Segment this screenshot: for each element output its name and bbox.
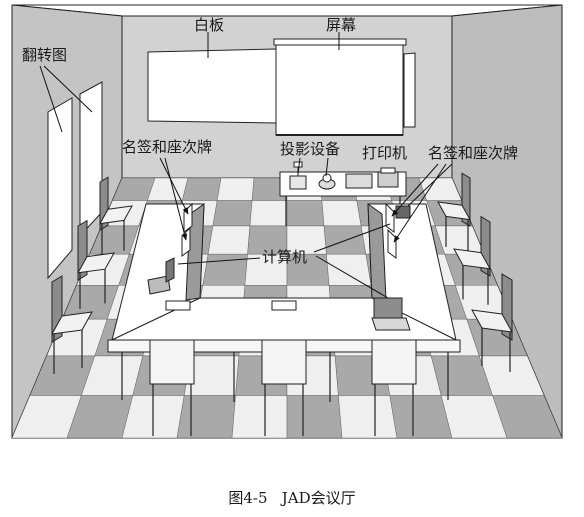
label-flipchart: 翻转图 xyxy=(22,46,67,64)
floor-tile xyxy=(232,396,287,438)
label-computer: 计算机 xyxy=(262,248,307,266)
floor-tile xyxy=(287,201,324,226)
floor-tile xyxy=(338,396,397,438)
label-screen: 屏幕 xyxy=(326,16,356,34)
floor-tile xyxy=(217,178,254,201)
floor-tile xyxy=(208,226,250,254)
computer-back-right xyxy=(396,206,410,218)
label-nameplate-right: 名签和座次牌 xyxy=(428,144,518,162)
floor-tile xyxy=(326,254,371,285)
document-camera xyxy=(346,174,372,188)
floor-tile xyxy=(182,178,221,201)
floor-tile xyxy=(287,396,342,438)
floor-tile xyxy=(250,201,287,226)
wall-panel xyxy=(404,53,415,127)
label-whiteboard: 白板 xyxy=(194,16,224,34)
floor-tile xyxy=(322,201,361,226)
floor-tile xyxy=(203,254,248,285)
floor-tile xyxy=(213,201,252,226)
printer-device xyxy=(378,168,398,187)
projection-screen xyxy=(274,39,406,135)
label-projector: 投影设备 xyxy=(280,140,340,158)
label-nameplate-left: 名签和座次牌 xyxy=(122,138,212,156)
floor-tile xyxy=(177,396,236,438)
floor-tile xyxy=(324,226,366,254)
whiteboard xyxy=(148,49,276,123)
figure-caption: 图4-5 JAD会议厅 xyxy=(228,489,355,507)
label-printer: 打印机 xyxy=(362,144,407,162)
